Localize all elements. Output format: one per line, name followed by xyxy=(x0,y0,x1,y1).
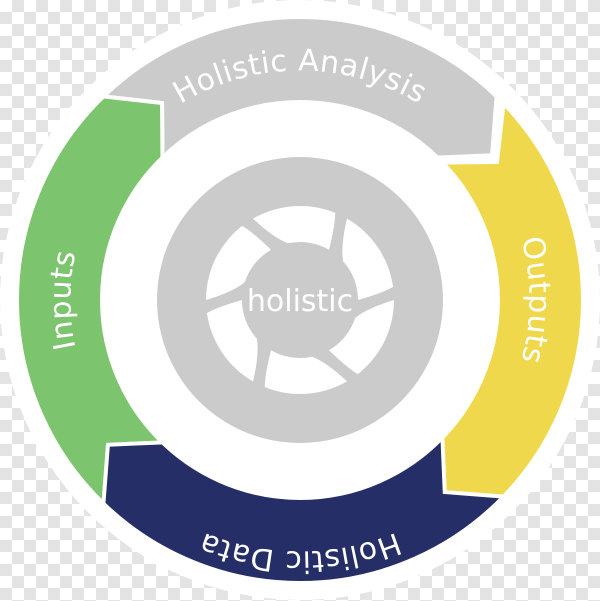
aperture-blade xyxy=(206,225,271,300)
cycle-ring xyxy=(15,15,585,585)
segment-inputs xyxy=(15,94,168,508)
aperture-blade xyxy=(264,350,347,394)
aperture-blade xyxy=(206,300,258,382)
aperture-blade xyxy=(342,218,394,300)
aperture-icon xyxy=(206,206,394,394)
aperture-blade xyxy=(329,300,394,375)
segment-holistic-analysis xyxy=(98,15,499,163)
aperture-blade xyxy=(253,206,336,250)
aperture-hole xyxy=(244,244,356,356)
center-label: holistic xyxy=(247,284,353,319)
